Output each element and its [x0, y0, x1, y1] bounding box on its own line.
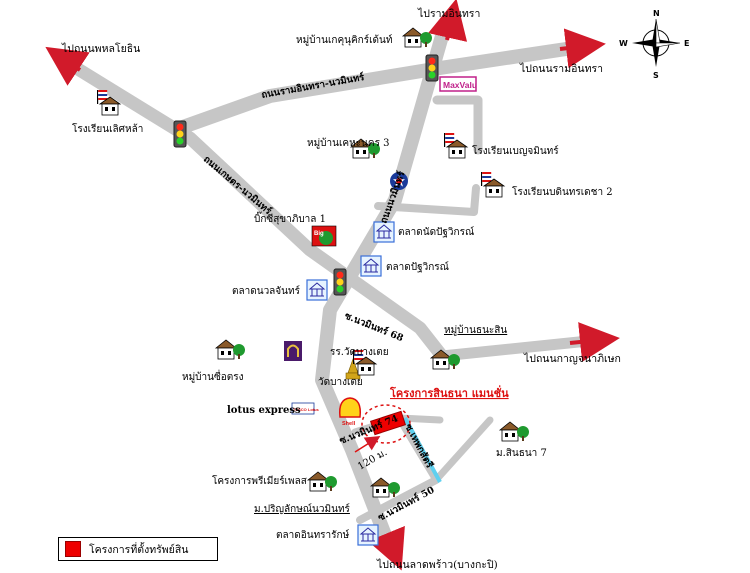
direction-arrows — [45, 0, 620, 571]
road-label-kaset-nawamin: ถนนเกษตร-นวมินทร์ — [201, 153, 275, 218]
road-soi-50 — [356, 476, 440, 524]
label-village-khehakorn: หมู่บ้านเคหะนคร 3 — [307, 137, 390, 149]
label-market-intharak: ตลาดอินทรารักษ์ — [276, 529, 350, 541]
village-icon — [370, 477, 401, 498]
road-label-soi-inner: ซ.เทพกสัตรี — [402, 422, 436, 471]
svg-text:Big: Big — [314, 231, 324, 237]
gas-station-icon — [390, 172, 408, 190]
market-icon — [357, 524, 379, 546]
road-soi-inner — [396, 416, 494, 484]
label-wat-bangtoei: วัดบางเตย — [318, 377, 363, 388]
legend-swatch — [65, 541, 81, 557]
label-market-nuanchan: ตลาดนวลจันทร์ — [232, 285, 301, 297]
village-icon — [307, 471, 338, 492]
label-market-nut: ตลาดนัดปัฐวิกรณ์ — [398, 226, 474, 238]
bank-icon — [284, 341, 302, 361]
map-legend: โครงการที่ตั้งทรัพย์สิน — [58, 537, 218, 561]
svg-text:TESCO Lotus: TESCO Lotus — [293, 407, 320, 412]
svg-text:MaxValu: MaxValu — [443, 80, 477, 90]
label-school-kanin: โรงเรียนบดินทรเดชา 2 — [512, 185, 613, 198]
shell-logo: Shell — [338, 397, 362, 427]
label-village-kanok: หมู่บ้านเกคุนุคิกร์เด้นท์ — [296, 34, 392, 46]
label-m-prinyalak: ม.ปริญลักษณ์นวมินทร์ — [254, 503, 351, 515]
traffic-light-icon — [333, 268, 347, 296]
label-school-benjamin: โรงเรียนเบญจมินทร์ — [472, 144, 559, 157]
label-to-phahonyothin: ไปถนนพหลโยธิน — [61, 42, 140, 55]
label-project: โครงการสินธนา แมนชั่น — [389, 385, 509, 400]
compass: N S E W — [619, 9, 689, 80]
label-village-suetrong: หมู่บ้านซื่อตรง — [182, 369, 244, 383]
label-big-c: บิ๊กซีสุขาภิบาล 1 — [254, 211, 326, 225]
label-to-ram-intra-east: ไปถนนรามอินทรา — [519, 62, 603, 75]
compass-s: S — [653, 71, 659, 80]
label-to-ram-intra-north: ไปรามอินทรา — [417, 7, 480, 20]
label-m-sinthana: ม.สินธนา 7 — [496, 448, 547, 459]
temple-icon — [345, 358, 361, 380]
label-premier: โครงการพรีเมียร์เพลส — [212, 474, 307, 487]
village-icon — [402, 27, 433, 48]
village-icon — [499, 421, 530, 442]
label-village-thanasin: หมู่บ้านธนะสิน — [444, 324, 507, 336]
compass-w: W — [619, 39, 628, 48]
canal — [403, 417, 442, 483]
compass-n: N — [653, 9, 660, 18]
tesco-lotus-logo: TESCO Lotus — [291, 402, 320, 415]
compass-e: E — [684, 39, 689, 48]
maxvalu-logo: MaxValu — [439, 76, 477, 92]
traffic-light-icon — [425, 54, 439, 82]
road-ram-intra-nawamin — [173, 39, 593, 135]
label-distance: 120 ม. — [356, 447, 389, 473]
school-icon — [443, 132, 468, 159]
traffic-light-icon — [173, 120, 187, 148]
label-to-kanchanaphisek: ไปถนนกาญจนาภิเษก — [523, 352, 621, 365]
road-soi-east-upper — [432, 95, 483, 155]
market-icon — [373, 221, 395, 243]
market-icon — [306, 279, 328, 301]
market-icon — [360, 255, 382, 277]
project-marker — [354, 404, 411, 453]
label-school-lertlah: โรงเรียนเลิศหล้า — [72, 122, 143, 135]
big-c-logo: Big — [311, 225, 337, 247]
label-to-lat-phrao: ไปถนนลาดพร้าว(บางกะปิ) — [376, 558, 498, 571]
school-icon — [480, 171, 505, 198]
legend-label: โครงการที่ตั้งทรัพย์สิน — [89, 543, 189, 556]
road-nawamin — [315, 15, 453, 555]
label-market-pat: ตลาดปัฐวิกรณ์ — [386, 261, 449, 273]
road-soi-east-mid — [374, 184, 480, 216]
label-school-wat: รร.วัดบางเตย — [330, 347, 389, 358]
roads — [53, 15, 604, 555]
label-lotus: lotus express — [227, 405, 301, 416]
svg-text:Shell: Shell — [342, 421, 356, 427]
village-icon — [215, 339, 246, 360]
road-kaset-nawamin — [53, 51, 449, 363]
